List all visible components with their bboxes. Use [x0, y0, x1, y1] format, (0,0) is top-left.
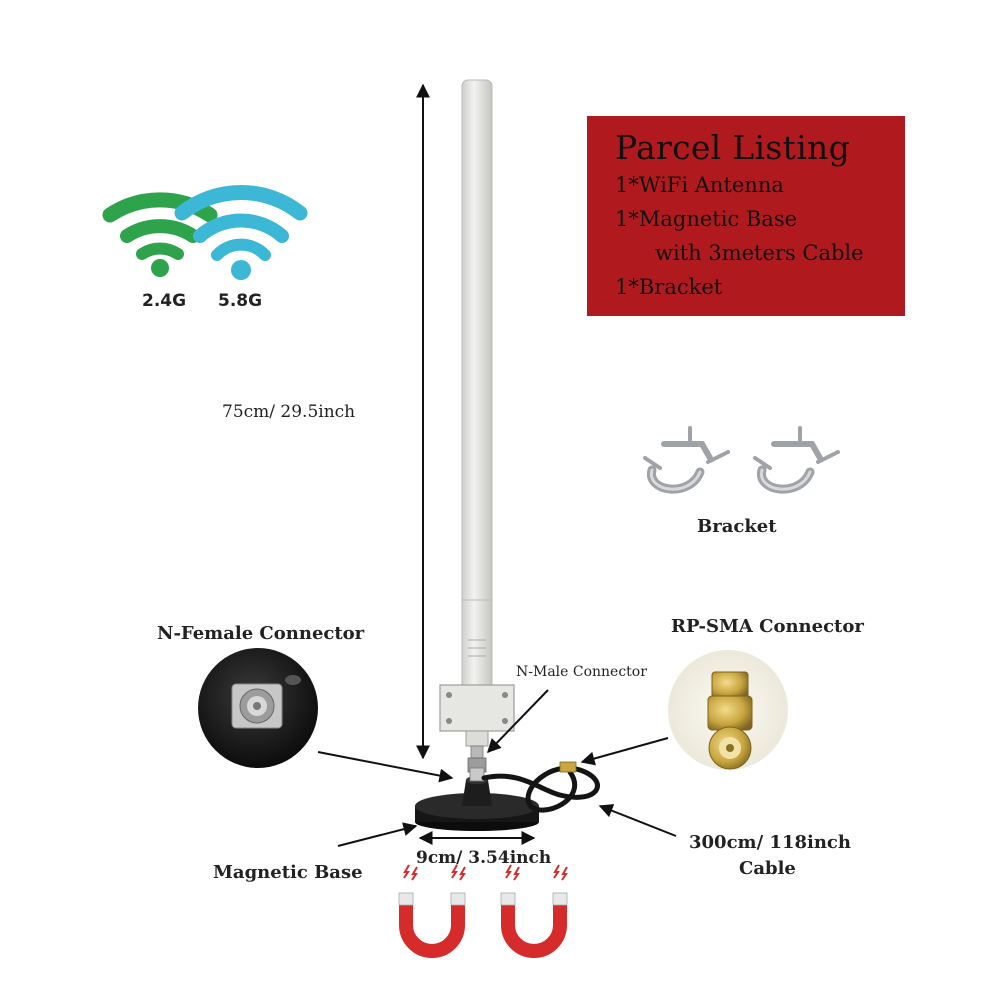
parcel-item-magnetic-base: 1*Magnetic Base	[615, 207, 798, 231]
cable-sma-end	[559, 761, 577, 773]
base-width-label: 9cm/ 3.54inch	[416, 848, 552, 868]
wifi-5g-label: 5.8G	[218, 291, 263, 311]
coax-cable	[481, 765, 600, 813]
magnet-icon	[398, 864, 466, 958]
n-female-connector-photo	[198, 648, 318, 768]
rp-sma-pointer	[580, 737, 669, 766]
parcel-item-antenna: 1*WiFi Antenna	[615, 173, 784, 197]
cable-length-label: 300cm/ 118inch	[689, 832, 851, 853]
magnetic-base-label: Magnetic Base	[213, 862, 363, 883]
height-label: 75cm/ 29.5inch	[222, 402, 356, 422]
parcel-item-cable: with 3meters Cable	[655, 241, 864, 265]
bracket-icon-2	[753, 426, 840, 494]
parcel-listing-box: Parcel Listing 1*WiFi Antenna 1*Magnetic…	[587, 116, 905, 316]
bracket-icon	[643, 426, 730, 494]
magnet-icon-2	[500, 864, 568, 958]
wifi-5g-icon	[174, 184, 308, 280]
cable-word-label: Cable	[739, 858, 796, 879]
rp-sma-connector-photo	[668, 650, 788, 770]
cable-pointer	[598, 804, 677, 837]
antenna-tube	[461, 79, 493, 696]
n-female-pointer	[317, 751, 454, 783]
bracket-label: Bracket	[697, 516, 777, 537]
parcel-item-bracket: 1*Bracket	[615, 275, 723, 299]
magnetic-base	[415, 767, 539, 831]
magnetic-base-pointer	[337, 822, 418, 847]
n-male-label: N-Male Connector	[516, 664, 647, 680]
n-male-pointer	[487, 689, 549, 754]
mounting-plate	[439, 684, 515, 747]
wifi-2g-label: 2.4G	[142, 291, 187, 311]
n-female-label: N-Female Connector	[157, 623, 365, 644]
parcel-title: Parcel Listing	[615, 128, 851, 167]
rp-sma-label: RP-SMA Connector	[671, 616, 864, 637]
